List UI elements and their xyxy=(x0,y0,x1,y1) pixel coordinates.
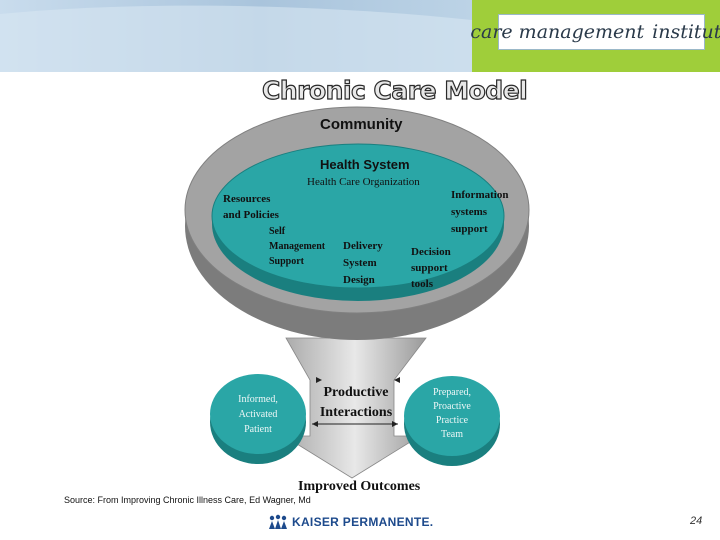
community-label: Community xyxy=(320,116,403,133)
kaiser-permanente-text: KAISER PERMANENTE. xyxy=(292,515,434,529)
decision-support-label: Decision support tools xyxy=(411,246,451,290)
health-system-label: Health System xyxy=(320,157,410,172)
kaiser-permanente-icon xyxy=(269,514,287,529)
resources-policies-label: Resources and Policies xyxy=(223,193,279,221)
outcome-arrow xyxy=(282,337,427,479)
delivery-system-label: Delivery System Design xyxy=(343,240,383,286)
information-systems-label: Information systems support xyxy=(451,189,509,235)
interaction-tick-left xyxy=(316,377,322,383)
kaiser-permanente-logo: KAISER PERMANENTE. xyxy=(268,514,433,530)
health-care-organization-label: Health Care Organization xyxy=(307,176,420,188)
team-disc xyxy=(404,376,500,456)
page-number: 24 xyxy=(690,515,703,527)
improved-outcomes-label: Improved Outcomes xyxy=(298,479,421,494)
health-system-disc xyxy=(211,143,505,289)
interaction-tick-right xyxy=(394,377,400,383)
source-citation: Source: From Improving Chronic Illness C… xyxy=(64,495,311,505)
self-management-label: Self Management Support xyxy=(269,226,326,267)
care-management-institute-logo: care managementinstitute xyxy=(470,14,720,50)
productive-interactions-label: Productive Interactions xyxy=(319,385,393,420)
patient-label: Informed, Activated Patient xyxy=(238,394,278,435)
practice-team-label: Prepared, Proactive Practice Team xyxy=(432,387,472,440)
patient-disc xyxy=(210,374,306,454)
